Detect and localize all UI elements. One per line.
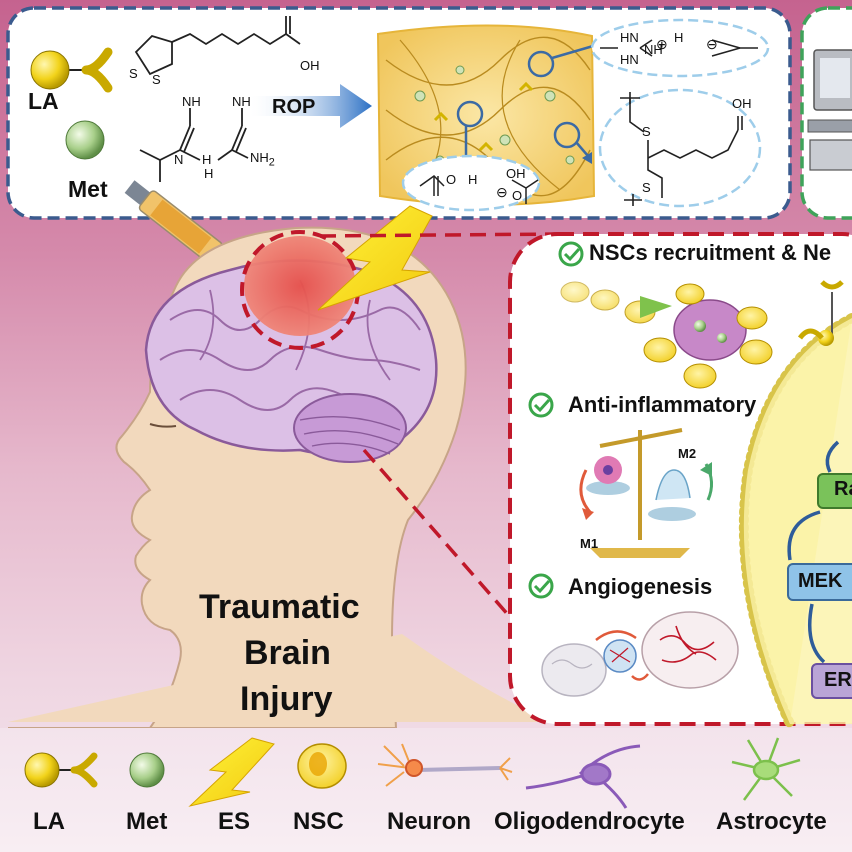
pathway-arrow-2 [787,510,821,561]
poly-sulfur-2: S [642,180,651,195]
rop-label: ROP [272,96,316,118]
legend-label-met: Met [126,808,168,835]
pathway-arrow-3 [808,603,826,664]
effect-nsc-recruitment: NSCs recruitment & Ne [589,240,832,265]
legend-nsc-icon [297,743,347,789]
zoom-line-bottom [362,448,602,722]
salt-nh-atom: NH [644,42,663,57]
pathway-node-mek [787,563,852,601]
pathway-node-ras [817,473,852,509]
rop-arrow [250,84,372,128]
salt-bridge-bubble [590,18,770,78]
effect-anti-inflammatory: Anti-inflammatory [568,392,757,417]
met-nh2-atom: NH2 [250,150,275,169]
m2-label: M2 [678,446,697,461]
brain [144,259,438,463]
met-label: Met [68,176,108,202]
met-structure [139,108,249,182]
met-nh2-text: NH [250,150,269,165]
met-nh2-subscript: 2 [268,156,275,169]
poly-oh-atom: OH [732,96,752,111]
check-icon-1 [558,241,584,267]
hbond-minus-sign: ⊖ [496,184,508,200]
legend-es-icon [188,737,275,807]
polymer-structure [620,92,743,206]
tbi-title-line1: Traumatic [199,588,360,626]
legend-label-la: LA [33,808,65,835]
hbond-h: H [468,172,478,187]
pathway-label-mek: MEK [798,570,843,592]
pathway-label-ras: Ra [834,478,852,500]
legend-label-neuron: Neuron [387,808,471,835]
salt-bridge-structure [600,39,758,57]
legend-label-nsc: NSC [293,808,344,835]
legend-bar [0,728,852,852]
met-n-atom: N [174,152,184,167]
check-icon-2 [528,392,554,418]
check-icon-3 [528,573,554,599]
angiogenesis-illustration [541,611,739,697]
neck-shoulder [8,634,552,722]
met-h-1: H [202,152,212,167]
legend-label-astrocyte: Astrocyte [716,808,827,835]
electrical-stimulation-bolt [317,205,433,311]
la-sulfur-2: S [152,72,161,87]
hbond-oh: OH [506,166,526,181]
legend-label-oligodendrocyte: Oligodendrocyte [494,808,685,835]
salt-minus-sign: ⊖ [706,36,718,52]
met-nh-2: NH [232,94,251,109]
tbi-title-line3: Injury [240,680,333,718]
hbond-o-1: O [446,172,457,187]
pathway-node-erk [811,663,852,699]
poly-sulfur-1: S [642,124,651,139]
la-oh-atom: OH [300,58,320,73]
la-icon [30,47,113,93]
pathway-label-erk: ER [824,669,852,691]
polymer-bubble [598,88,762,208]
legend-astrocyte-icon [731,737,801,801]
met-nh-1: NH [182,94,201,109]
la-label: LA [28,88,59,114]
pathway-arrow-1 [825,440,840,473]
la-structure [134,16,301,76]
salt-hn-2: HN [620,52,639,67]
h-bond-bubble [401,154,541,212]
legend-neuron-icon [377,743,513,787]
zoom-line-top [319,232,561,238]
cell-membrane [738,313,852,729]
la-receptor-icon [797,280,844,346]
nsc-recruitment-illustration [560,281,773,389]
legend-met-icon [129,752,165,788]
macrophage-balance-scale [579,428,713,558]
effect-angiogenesis: Angiogenesis [568,574,713,599]
salt-plus-sign: ⊕ [656,36,668,52]
eye-line [149,423,177,428]
hbond-o-2: O [512,188,523,203]
tbi-title-line2: Brain [244,634,331,672]
la-sulfur-1: S [129,66,138,81]
m1-label: M1 [580,536,599,551]
met-icon [65,120,105,160]
legend-la-icon [24,752,98,788]
salt-h-atom: H [674,30,684,45]
h-bond-structure [419,175,539,204]
legend-oligodendrocyte-icon [525,744,641,809]
salt-hn-1: HN [620,30,639,45]
lesion-area [244,236,356,336]
computer-icon [807,49,852,171]
legend-label-es: ES [218,808,251,835]
met-h-2: H [204,166,214,181]
hydrogel-block [376,24,601,206]
